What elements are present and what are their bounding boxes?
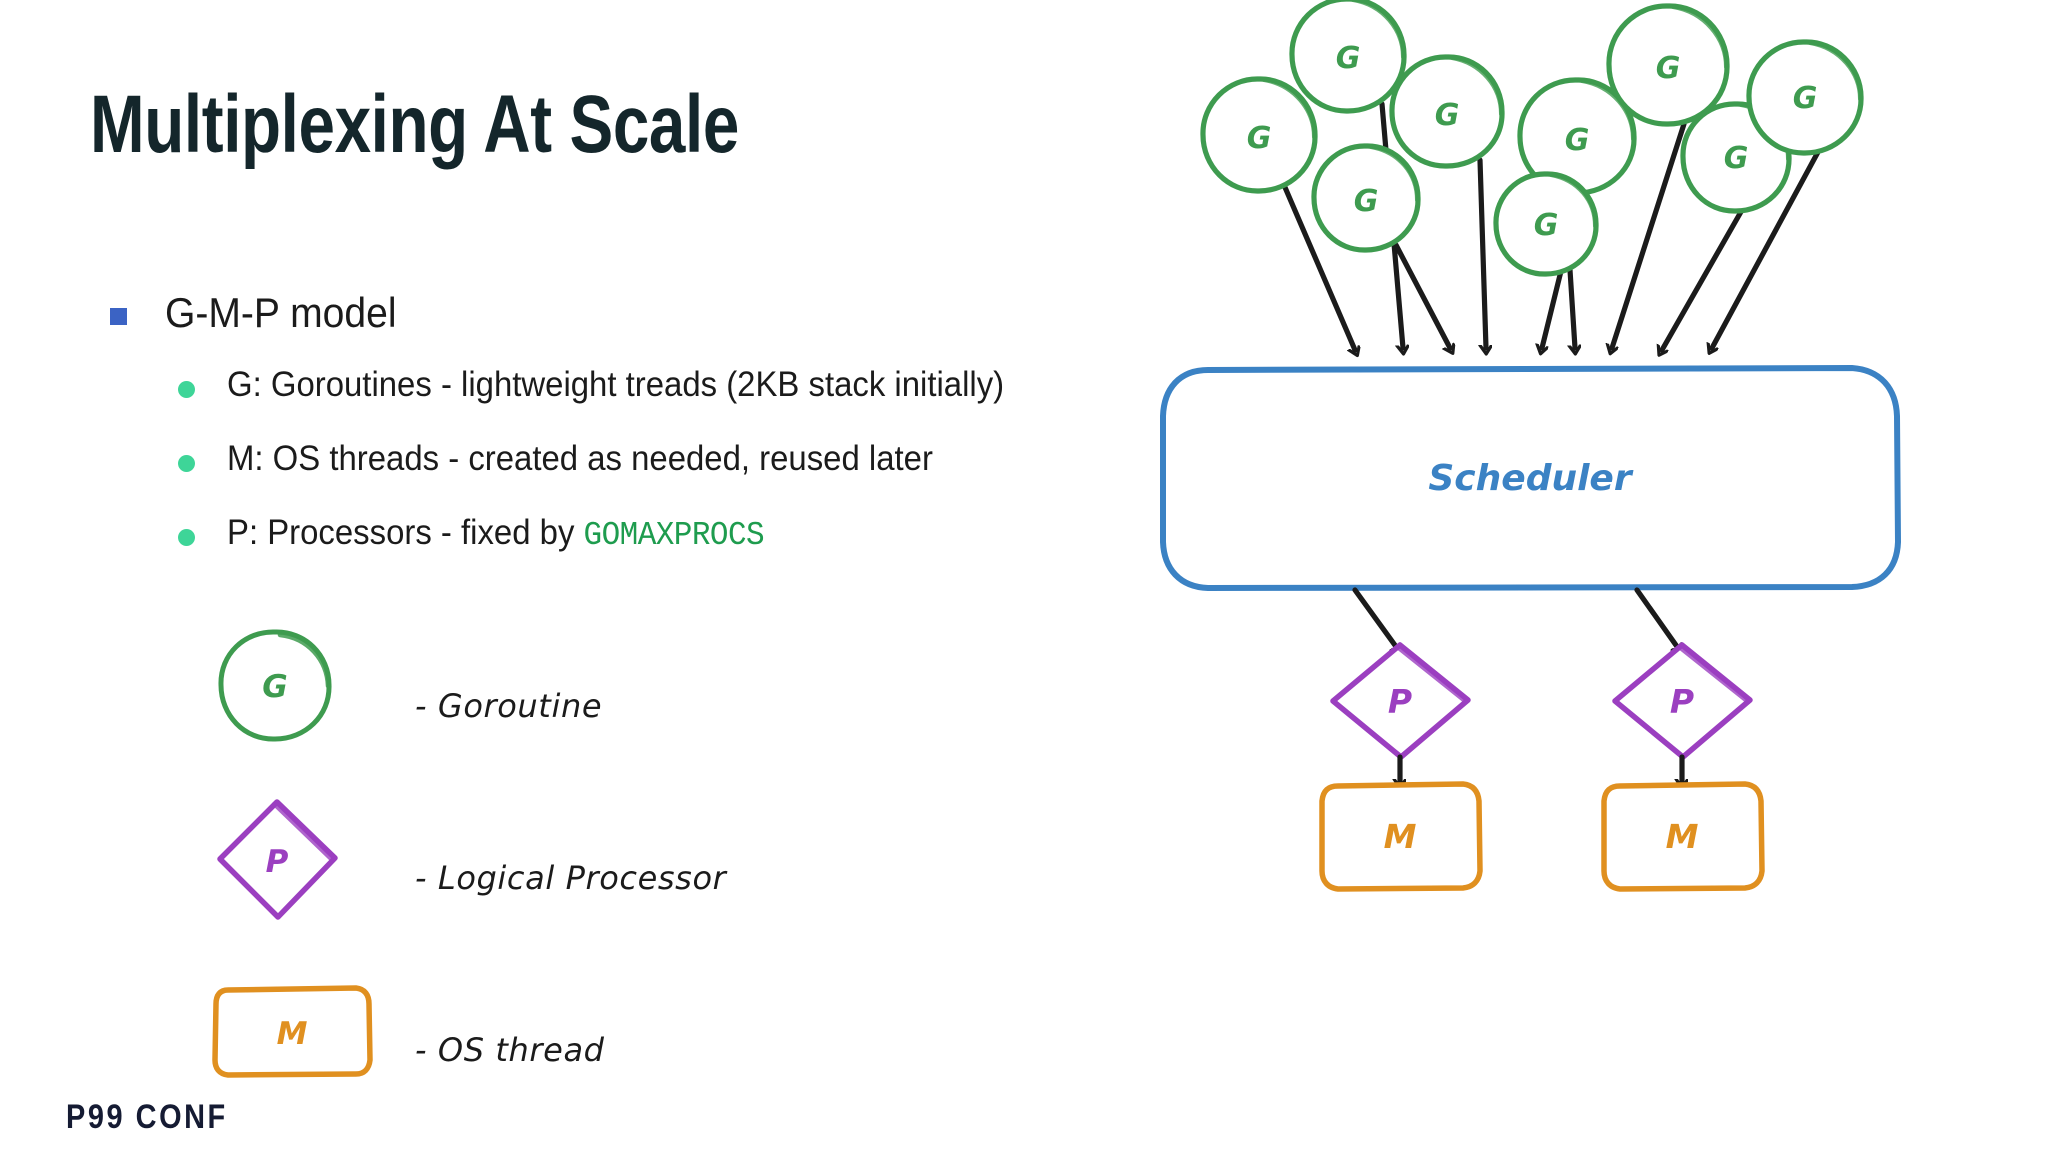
page-title: Multiplexing At Scale (90, 79, 739, 170)
svg-text:M: M (1666, 817, 1699, 856)
processor-diamond-icon: P (210, 792, 345, 932)
scheduler-box: Scheduler (1160, 365, 1901, 591)
svg-text:G: G (1336, 41, 1361, 76)
scheduler-label: Scheduler (1428, 458, 1633, 499)
thread-node: M (1601, 781, 1765, 892)
goroutine-node: G (1389, 54, 1505, 169)
sub-bullet-item-processors: P: Processors - fixed by GOMAXPROCS (178, 512, 1210, 556)
goroutine-node: G (1746, 39, 1864, 156)
svg-text:M: M (277, 1016, 308, 1052)
svg-text:G: G (1656, 51, 1681, 86)
sub-bullet-label: M: OS threads - created as needed, reuse… (227, 439, 933, 479)
goroutine-node: G (1606, 3, 1730, 127)
dot-bullet-icon (178, 529, 195, 547)
processor-node: P (1330, 642, 1471, 760)
sub-bullet-item-goroutines: G: Goroutines - lightweight treads (2KB … (178, 364, 1210, 406)
svg-text:P: P (1670, 682, 1694, 721)
sub-bullet-label: G: Goroutines - lightweight treads (2KB … (227, 365, 1005, 405)
svg-text:G: G (1435, 98, 1460, 133)
svg-text:G: G (1793, 81, 1818, 116)
legend-label-processor: - Logical Processor (415, 859, 727, 897)
processor-node: P (1612, 642, 1753, 760)
thread-nodes: M M (1319, 781, 1765, 892)
svg-text:G: G (1354, 184, 1379, 219)
p99conf-logo: P99 CONF (66, 1098, 228, 1136)
svg-text:M: M (1384, 817, 1417, 856)
thread-rect-icon: M (210, 982, 375, 1087)
sub-bullet-label: P: Processors - fixed by GOMAXPROCS (227, 512, 765, 556)
goroutine-node: G (1493, 171, 1599, 277)
sub-bullet-item-threads: M: OS threads - created as needed, reuse… (178, 438, 1210, 480)
dot-bullet-icon (178, 455, 195, 473)
legend-label-goroutine: - Goroutine (415, 687, 603, 725)
dot-bullet-icon (178, 381, 195, 399)
bullet-list: G-M-P model G: Goroutines - lightweight … (110, 288, 1210, 588)
svg-text:G: G (1534, 208, 1559, 243)
goroutine-node: G (1289, 0, 1407, 114)
svg-text:P: P (266, 844, 289, 880)
main-bullet-label: G-M-P model (165, 289, 397, 336)
legend-label-thread: - OS thread (415, 1031, 605, 1069)
thread-node: M (1319, 781, 1483, 892)
goroutine-circle-icon: G (210, 620, 340, 755)
svg-text:G: G (1565, 123, 1590, 158)
processor-to-thread-arrows (1400, 754, 1682, 782)
goroutine-node: G (1200, 76, 1318, 194)
svg-text:G: G (1247, 121, 1272, 156)
goroutine-node: G (1311, 143, 1421, 253)
gomaxprocs-code: GOMAXPROCS (583, 517, 765, 555)
sub-bullet-label-text: P: Processors - fixed by (227, 513, 584, 553)
square-bullet-icon (110, 308, 127, 325)
gmp-diagram: G G G G G G G (1150, 0, 2048, 1152)
processor-nodes: P P (1330, 642, 1753, 760)
scheduler-to-processor-arrows (1352, 587, 1678, 648)
goroutine-nodes: G G G G G G G (1200, 0, 1864, 277)
svg-text:P: P (1388, 682, 1412, 721)
svg-text:G: G (1724, 141, 1749, 176)
svg-text:G: G (262, 669, 287, 705)
main-bullet-item: G-M-P model (110, 288, 1210, 338)
